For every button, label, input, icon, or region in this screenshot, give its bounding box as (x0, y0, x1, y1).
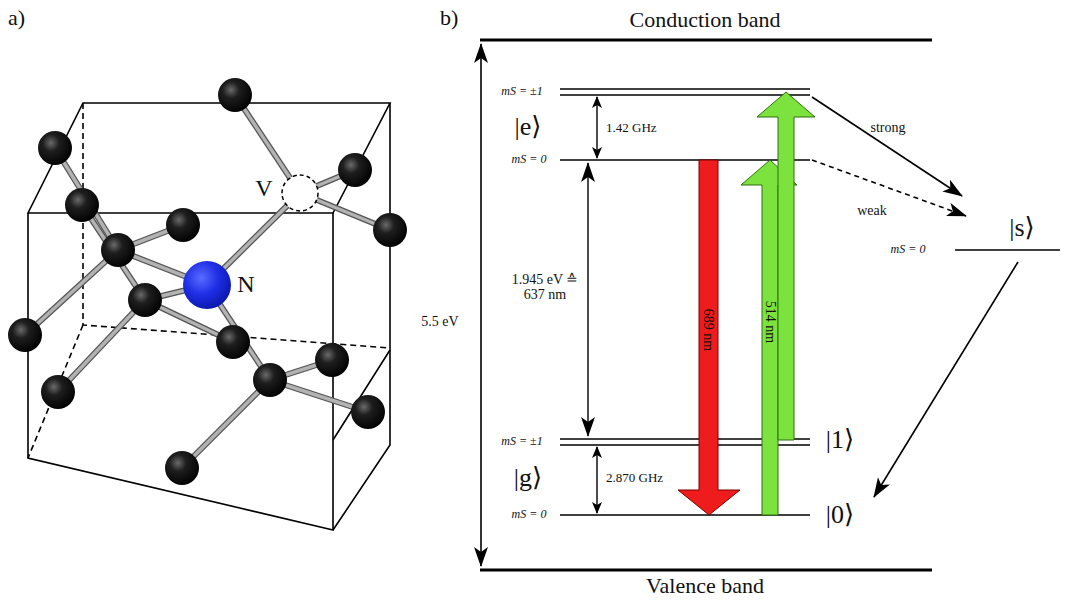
vacancy (282, 175, 318, 211)
spin-label: mS = ±1 (501, 85, 542, 98)
decay-arrow (874, 262, 1018, 497)
panel-letter: a) (8, 6, 25, 30)
band-label: Conduction band (630, 8, 781, 32)
spin-label: mS = 0 (512, 153, 547, 166)
rate-label: strong (871, 120, 906, 135)
state-label: |e⟩ (515, 113, 542, 142)
wavelength-label: 514 nm (762, 301, 777, 343)
panel-letter: b) (440, 6, 458, 30)
state-label: |s⟩ (1009, 214, 1034, 243)
state-label: |1⟩ (826, 426, 854, 455)
carbon-atoms (8, 78, 407, 485)
state-label: |g⟩ (514, 464, 542, 493)
crystal-cell (28, 103, 390, 530)
bonds (25, 95, 390, 468)
rate-label: weak (857, 203, 887, 218)
frequency-label: 2.870 GHz (606, 471, 663, 485)
energy-value: 1.945 eV ≙ 637 nm (509, 272, 581, 303)
emission-arrow (678, 160, 740, 515)
splitting-arrows (588, 97, 597, 513)
nitrogen-atom (183, 261, 231, 309)
energy-value: 5.5 eV (421, 314, 458, 329)
atom-label: V (255, 175, 272, 201)
spin-label: mS = ±1 (501, 435, 542, 448)
atom-label: N (237, 271, 254, 297)
spin-label: mS = 0 (891, 243, 926, 256)
frequency-label: 1.42 GHz (606, 121, 657, 135)
gap-arrow (480, 44, 482, 566)
wavelength-label: 689 nm (700, 309, 715, 351)
bands (480, 40, 932, 570)
spin-label: mS = 0 (512, 508, 547, 521)
excitation-arrow (757, 92, 815, 440)
isc-strong-arrow (812, 97, 962, 196)
energy-levels (560, 89, 1060, 515)
isc-weak-arrow (812, 160, 966, 216)
state-label: |0⟩ (826, 501, 854, 530)
band-label: Valence band (646, 574, 764, 598)
